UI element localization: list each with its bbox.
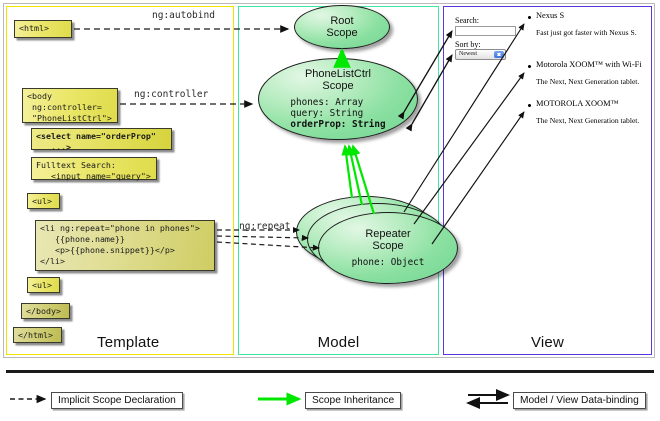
search-label: Search: [455,16,479,25]
code-fulltext-search: Fulltext Search: <input name="query"> [31,157,157,181]
edge-label-repeat: ng:repeat [239,221,291,232]
scope-root: Root Scope [294,5,390,49]
phone-name: Nexus S [536,11,565,20]
sort-select[interactable]: Newest [455,49,506,60]
scope-repeater-title: Repeater Scope [365,228,411,253]
code-ul-close-tag: <ul> [27,277,60,293]
phone-snippet: The Next, Next Generation tablet. [536,116,640,125]
scope-repeater-properties: phone: Object [352,257,425,268]
legend-implicit-scope-declaration: Implicit Scope Declaration [51,392,183,409]
phone-name: MOTOROLA XOOM™ [536,99,619,108]
panel-model-title: Model [317,334,360,351]
phone-snippet: The Next, Next Generation tablet. [536,77,640,86]
code-html-close-tag: </html> [13,327,62,343]
scope-property: orderProp: String [290,118,386,130]
panel-view-title: View [530,334,565,351]
panel-template: Template [6,6,234,355]
bullet-icon [528,65,531,68]
code-html-open-tag: <html> [14,20,72,38]
code-body-open-tag: <body ng:controller= "PhoneListCtrl"> [22,88,118,123]
phone-snippet: Fast just got faster with Nexus S. [536,28,637,37]
bullet-icon [528,16,531,19]
sort-select-value: Newest [459,51,477,57]
scope-phonelistctrl-properties: phones: Array query: String orderProp: S… [290,97,385,130]
scope-repeater: Repeater Scope phone: Object [318,212,458,284]
scope-phonelistctrl: PhoneListCtrl Scope phones: Array query:… [258,58,418,140]
scope-property: phones: Array [290,96,364,108]
phone-name: Motorola XOOM™ with Wi-Fi [536,60,642,69]
scope-root-title: Root Scope [326,14,358,39]
edge-label-autobind: ng:autobind [152,10,215,21]
edge-label-controller: ng:controller [134,89,209,100]
code-body-close-tag: </body> [21,303,70,319]
search-input[interactable] [455,26,516,36]
legend-model-view-data-binding: Model / View Data-binding [513,392,646,409]
panel-template-title: Template [97,334,160,351]
legend-divider [6,370,654,373]
scope-property: query: String [290,107,364,119]
legend-arrow-double [466,389,510,409]
code-ul-open-tag: <ul> [27,193,60,209]
scope-property: phone: Object [351,256,425,268]
bullet-icon [528,104,531,107]
stepper-icon[interactable] [494,51,504,58]
code-select-tag: <select name="orderProp" ...> [31,128,172,152]
sort-label: Sort by: [455,40,481,49]
legend-scope-inheritance: Scope Inheritance [305,392,402,409]
scope-phonelistctrl-title: PhoneListCtrl Scope [304,67,372,93]
code-li-repeat-tag: <li ng:repeat="phone in phones"> {{phone… [35,220,215,271]
